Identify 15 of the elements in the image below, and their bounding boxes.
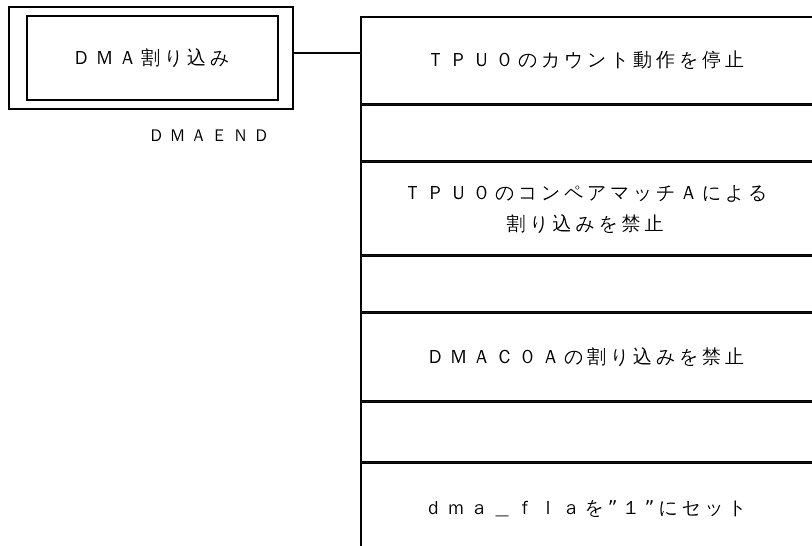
process-box xyxy=(360,16,812,105)
process-box xyxy=(360,312,812,402)
step-text: ｄｍａ＿ｆｌａを”１”にセット xyxy=(424,496,750,521)
empty-box xyxy=(360,255,812,313)
step-text: ＴＰＵ０のコンペアマッチＡによる割り込みを禁止 xyxy=(402,181,772,236)
process-box xyxy=(360,161,812,256)
process-box xyxy=(360,462,812,546)
step-text: ＤＭＡＣ０Ａの割り込みを禁止 xyxy=(426,344,748,370)
connector-line xyxy=(294,52,360,54)
interrupt-box xyxy=(8,6,294,110)
step-text: ＤＭＡ割り込み xyxy=(72,46,233,71)
empty-box xyxy=(360,401,812,463)
empty-box xyxy=(360,104,812,162)
signal-label: ＤＭＡＥＮＤ xyxy=(148,125,274,147)
step-text: ＴＰＵ０のカウント動作を停止 xyxy=(426,48,748,74)
